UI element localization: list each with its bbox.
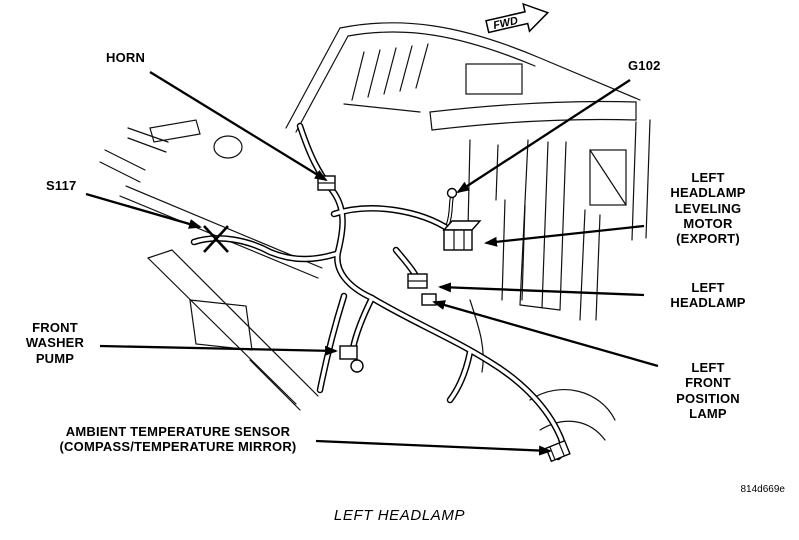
ambient-sensor-arrow [315,439,552,456]
leveling-motor-arrow [484,224,645,247]
g102-arrow [456,79,631,194]
callout-front-washer-pump: FRONT WASHER PUMP [25,320,85,366]
wiring-harness [190,122,566,461]
callout-left-front-position-lamp: LEFT FRONT POSITION LAMP [676,360,740,421]
callout-left-headlamp: LEFT HEADLAMP [670,280,746,311]
connectors [203,175,571,463]
fwd-label: FWD [492,15,519,32]
fwd-arrow: FWD [485,2,550,34]
leader-arrows [85,71,659,456]
callout-horn: HORN [106,50,146,65]
ambient-temp-sensor-connector [545,439,571,463]
washer-pump-arrow [99,344,338,356]
leveling-motor-connector [442,220,482,251]
callout-s117: S117 [46,178,77,193]
callout-ambient-temperature-sensor: AMBIENT TEMPERATURE SENSOR (COMPASS/TEMP… [59,424,297,455]
horn-arrow [149,71,328,182]
left-headlamp-arrow [438,282,645,297]
left-headlamp-connector [407,273,428,289]
s117-arrow [85,192,202,229]
diagram-caption: LEFT HEADLAMP [333,507,466,524]
g102-ground-terminal [446,187,458,199]
washer-pump-connector [339,345,364,373]
position-lamp-connector [421,293,437,306]
s117-splice-mark [203,225,229,253]
body-structure [99,22,651,441]
callout-g102: G102 [628,58,661,73]
horn-connector [317,175,336,191]
figure-code: 814d669e [740,484,786,495]
callout-leveling-motor: LEFT HEADLAMP LEVELING MOTOR (EXPORT) [670,170,746,247]
position-lamp-arrow [432,300,659,368]
